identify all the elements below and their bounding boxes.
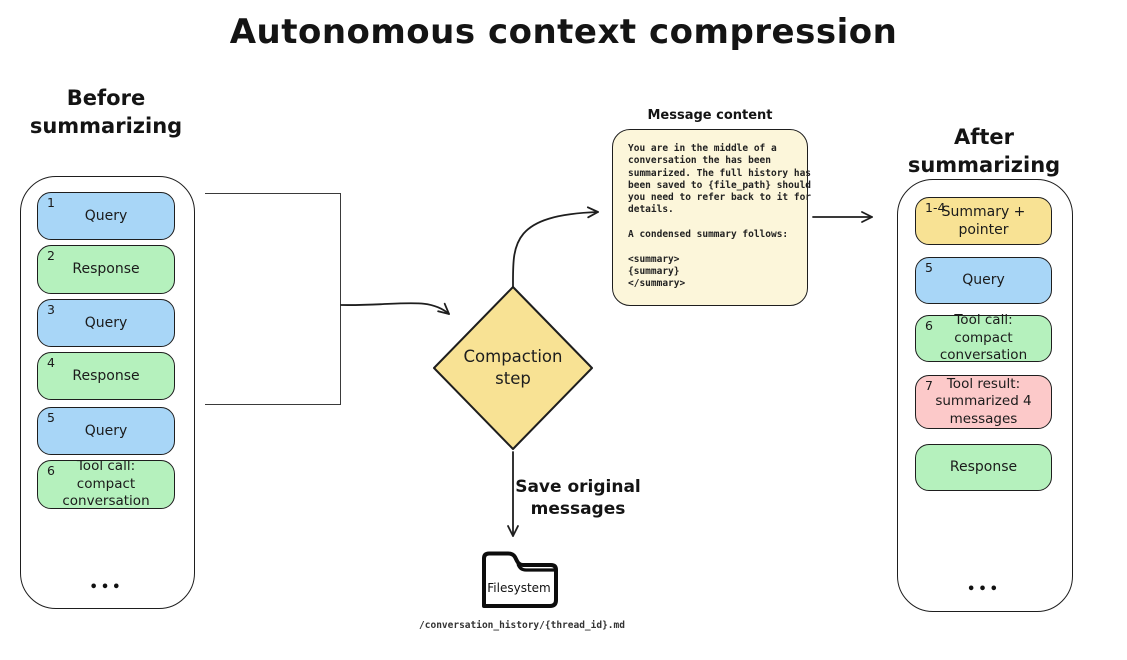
message-label: Query <box>84 314 128 331</box>
filesystem-label: Filesystem <box>487 581 551 595</box>
message-number: 2 <box>47 248 55 263</box>
message-box-after-2: 5 Query <box>915 257 1052 304</box>
note-title: Message content <box>647 108 773 123</box>
after-ellipsis: ••• <box>967 582 1001 597</box>
message-number: 6 <box>47 463 55 478</box>
before-ellipsis: ••• <box>89 580 124 595</box>
before-heading: Before summarizing <box>29 86 183 139</box>
message-content-note: You are in the middle of a conversation … <box>612 129 812 306</box>
compaction-step-diamond: Compaction step <box>430 283 596 453</box>
message-label: Tool result: summarized 4 messages <box>935 375 1032 427</box>
save-messages-label: Save original messages <box>515 477 641 520</box>
message-number: 1-4 <box>925 200 946 215</box>
message-label: Response <box>72 261 140 278</box>
folder-icon <box>482 551 558 608</box>
message-box-after-5: Response <box>915 444 1052 491</box>
filesystem-path: /conversation_history/{thread_id}.md <box>419 620 625 631</box>
arrow-compaction-to-note <box>512 206 599 288</box>
diamond-shape-icon <box>433 286 593 450</box>
message-label: Query <box>962 272 1005 289</box>
message-label: Summary + pointer <box>941 203 1026 238</box>
message-label: Response <box>949 459 1018 476</box>
message-box-before-1: 1 Query <box>37 192 175 240</box>
filesystem-node: Filesystem <box>476 549 562 614</box>
diagram-title: Autonomous context compression <box>229 12 898 52</box>
message-number: 5 <box>925 260 933 275</box>
message-label: Tool call: compact conversation <box>62 458 150 510</box>
message-label: Tool call: compact conversation <box>939 312 1028 364</box>
message-box-before-2: 2 Response <box>37 245 175 294</box>
message-box-after-3: 6 Tool call: compact conversation <box>915 312 1052 364</box>
message-number: 1 <box>47 195 55 210</box>
note-text: You are in the middle of a conversation … <box>628 143 812 290</box>
message-label: Query <box>84 422 128 439</box>
message-box-before-4: 4 Response <box>37 352 175 400</box>
message-number: 5 <box>47 410 55 425</box>
compaction-step-label: Compaction step <box>463 346 563 388</box>
message-box-before-3: 3 Query <box>37 299 175 347</box>
message-box-after-1: 1-4 Summary + pointer <box>915 197 1052 245</box>
message-label: Query <box>84 207 128 224</box>
messages-group-bracket <box>205 193 341 405</box>
after-heading: After summarizing <box>907 125 1061 178</box>
message-box-after-4: 7 Tool result: summarized 4 messages <box>915 375 1052 429</box>
message-number: 7 <box>925 378 933 393</box>
message-number: 4 <box>47 355 55 370</box>
message-box-before-6: 6 Tool call: compact conversation <box>37 458 175 510</box>
message-number: 3 <box>47 302 55 317</box>
message-box-before-5: 5 Query <box>37 407 175 455</box>
message-number: 6 <box>925 318 933 333</box>
message-label: Response <box>72 367 140 384</box>
